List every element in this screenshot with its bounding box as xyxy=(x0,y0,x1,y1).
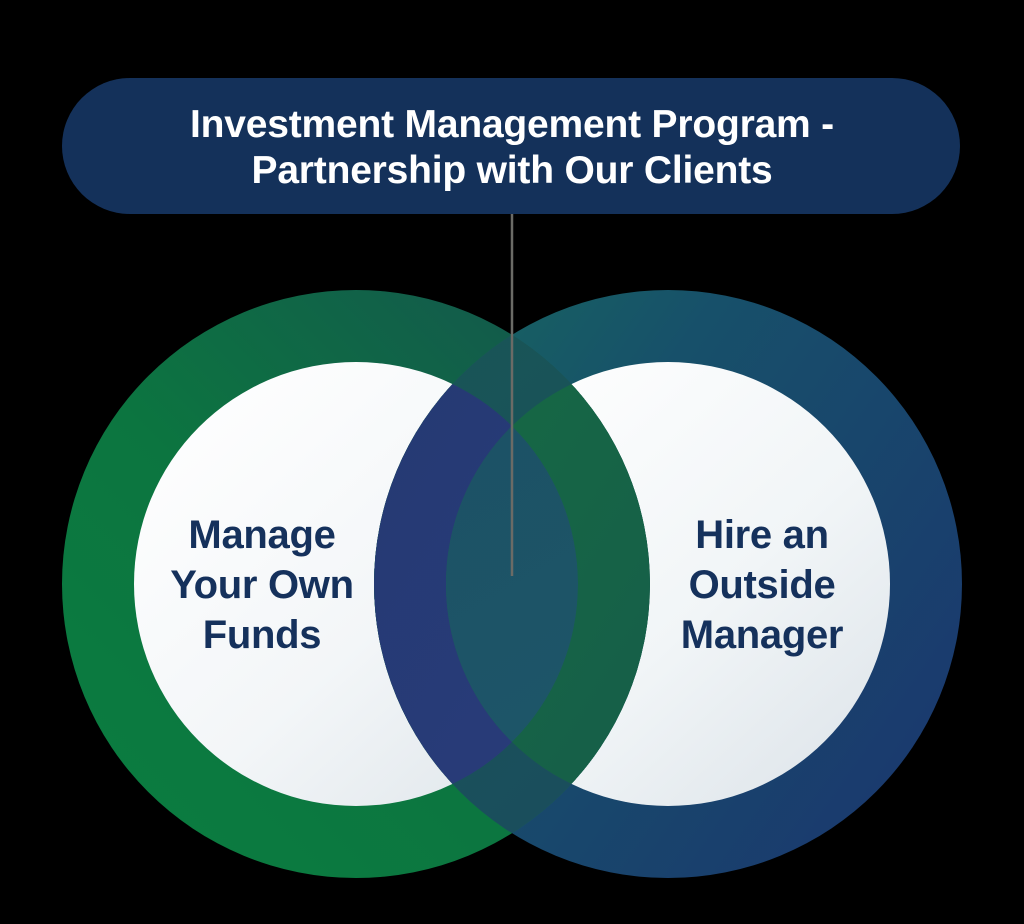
right-label-line2: Outside xyxy=(689,563,836,607)
right-label-line1: Hire an xyxy=(695,513,829,557)
left-label-line3: Funds xyxy=(203,613,321,657)
left-circle-label: Manage Your Own Funds xyxy=(170,513,354,657)
left-label-line2: Your Own xyxy=(170,563,354,607)
right-circle-label: Hire an Outside Manager xyxy=(681,513,844,657)
title-banner-line1: Investment Management Program - xyxy=(190,103,834,146)
right-label-line3: Manager xyxy=(681,613,843,657)
title-banner-background xyxy=(62,78,960,214)
title-banner-line2: Partnership with Our Clients xyxy=(252,149,773,192)
left-label-line1: Manage xyxy=(188,513,335,557)
title-banner: Investment Management Program - Partners… xyxy=(62,78,960,214)
